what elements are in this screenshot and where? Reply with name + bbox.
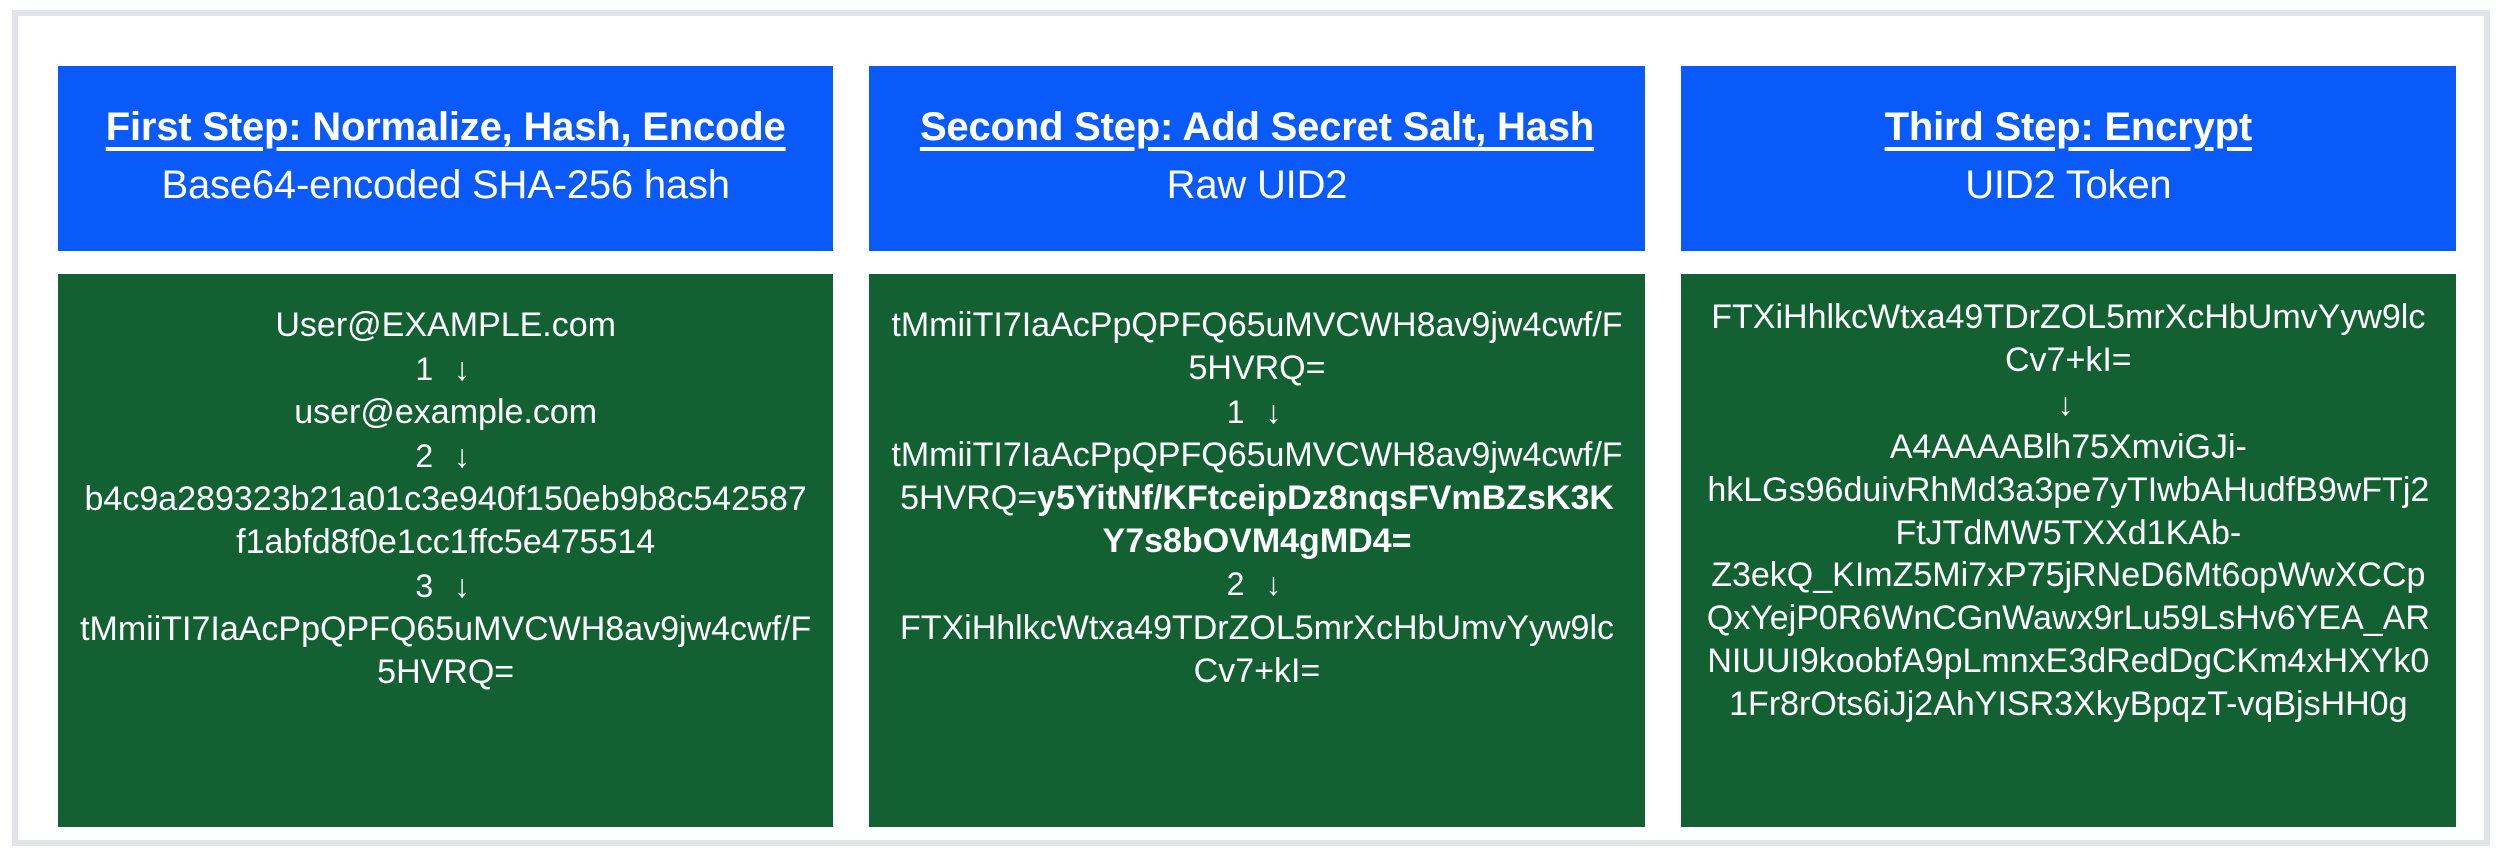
value-normalized-email: user@example.com xyxy=(294,393,598,432)
step-header-first: First Step: Normalize, Hash, Encode Base… xyxy=(58,66,834,251)
step-title-second: Second Step: Add Secret Salt, Hash xyxy=(919,105,1595,150)
step-body-third: FTXiHhlkcWtxa49TDrZOL5mrXcHbUmvYyw9lcCv7… xyxy=(1680,274,2456,827)
value-uid2-token: A4AAAABlh75XmviGJi-hkLGs96duivRhMd3a3pe7… xyxy=(1706,427,2430,723)
step-title-third: Third Step: Encrypt xyxy=(1884,105,2253,150)
step-arrow-2: 2 ↓ xyxy=(1226,566,1288,603)
step-body-first: User@EXAMPLE.com 1 ↓ user@example.com 2 … xyxy=(58,274,834,827)
step-arrow-1: 1 ↓ xyxy=(1226,393,1288,430)
step-subtitle-third: UID2 Token xyxy=(1965,162,2172,207)
value-input-raw-uid2: FTXiHhlkcWtxa49TDrZOL5mrXcHbUmvYyw9lcCv7… xyxy=(1711,298,2426,379)
step-column-second: Second Step: Add Secret Salt, Hash Raw U… xyxy=(869,66,1645,827)
value-secret-salt: y5YitNf/KFtceipDz8nqsFVmBZsK3KY7s8bOVM4g… xyxy=(1037,478,1614,560)
steps-container: First Step: Normalize, Hash, Encode Base… xyxy=(58,66,2456,827)
step-header-third: Third Step: Encrypt UID2 Token xyxy=(1680,66,2456,251)
value-base64-hash: tMmiiTI7IaAcPpQPFQ65uMVCWH8av9jw4cwf/F5H… xyxy=(80,610,812,692)
step-subtitle-first: Base64-encoded SHA-256 hash xyxy=(161,162,730,207)
step-arrow-encrypt: ↓ xyxy=(2057,385,2080,422)
value-hash-part: tMmiiTI7IaAcPpQPFQ65uMVCWH8av9jw4cwf/F5H… xyxy=(891,435,1623,517)
value-input-base64-hash: tMmiiTI7IaAcPpQPFQ65uMVCWH8av9jw4cwf/F5H… xyxy=(891,306,1623,387)
value-raw-uid2: FTXiHhlkcWtxa49TDrZOL5mrXcHbUmvYyw9lcCv7… xyxy=(899,608,1615,690)
step-arrow-1: 1 ↓ xyxy=(415,350,476,387)
step-column-first: First Step: Normalize, Hash, Encode Base… xyxy=(58,66,834,827)
step-arrow-3: 3 ↓ xyxy=(415,567,476,604)
value-hash-plus-salt: tMmiiTI7IaAcPpQPFQ65uMVCWH8av9jw4cwf/F5H… xyxy=(891,434,1622,562)
step-body-second: tMmiiTI7IaAcPpQPFQ65uMVCWH8av9jw4cwf/F5H… xyxy=(869,274,1645,827)
step-subtitle-second: Raw UID2 xyxy=(1166,162,1348,207)
step-header-second: Second Step: Add Secret Salt, Hash Raw U… xyxy=(869,66,1645,251)
page-frame: First Step: Normalize, Hash, Encode Base… xyxy=(12,10,2490,846)
step-column-third: Third Step: Encrypt UID2 Token FTXiHhlkc… xyxy=(1680,66,2456,827)
step-title-first: First Step: Normalize, Hash, Encode xyxy=(105,105,786,150)
value-sha256-hex: b4c9a289323b21a01c3e940f150eb9b8c542587f… xyxy=(84,480,807,562)
value-original-email: User@EXAMPLE.com xyxy=(275,306,616,344)
step-arrow-2: 2 ↓ xyxy=(415,437,476,474)
